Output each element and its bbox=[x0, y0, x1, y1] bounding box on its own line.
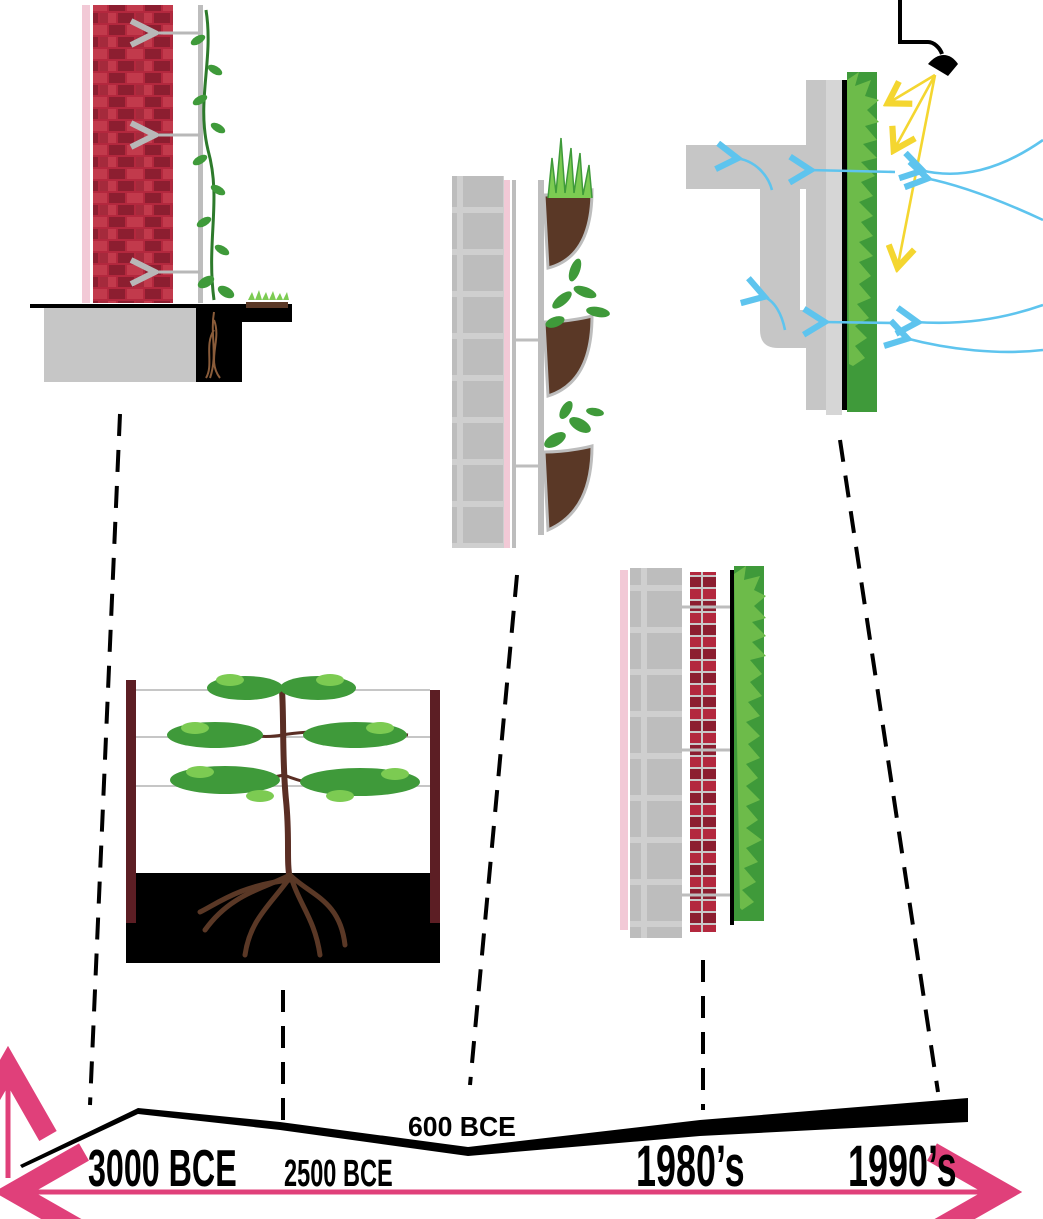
planter-pocket-middle bbox=[542, 258, 610, 399]
timeline-label-600-bce: 600 BCE bbox=[408, 1110, 516, 1142]
leader-lines bbox=[88, 413, 940, 1120]
planter-pocket-top bbox=[542, 137, 594, 270]
timeline-label-1990s: 1990’s bbox=[848, 1134, 957, 1199]
leader-line-3000-bce bbox=[88, 413, 122, 1106]
espalier-tree-icon bbox=[126, 674, 440, 963]
pocket-planter-wall-icon bbox=[452, 137, 610, 548]
timeline-label-3000-bce: 3000 BCE bbox=[88, 1140, 237, 1198]
living-wall-system-icon bbox=[686, 0, 1043, 415]
green-facade-icon bbox=[620, 566, 766, 938]
timeline-label-1980s: 1980’s bbox=[636, 1134, 745, 1199]
planter-pocket-bottom bbox=[542, 400, 604, 533]
leader-line-1990s bbox=[838, 439, 940, 1093]
timeline-label-2500-bce: 2500 BCE bbox=[284, 1151, 393, 1194]
brick-wall-climber-icon bbox=[30, 5, 292, 382]
leader-line-600-bce bbox=[468, 574, 519, 1086]
grow-lamp-icon bbox=[928, 55, 958, 76]
